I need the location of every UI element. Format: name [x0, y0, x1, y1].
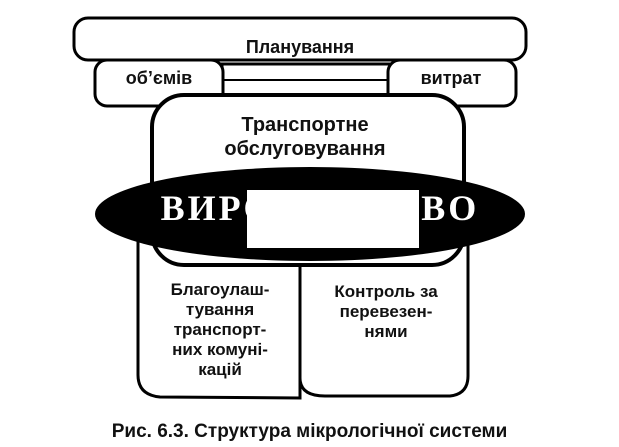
planning-box: [72, 16, 528, 62]
production-label: ВИРОБНИЦТВО: [160, 188, 480, 228]
transport-service-label: Транспортне обслуговування: [224, 114, 386, 160]
production-label-redaction: [247, 190, 419, 248]
planning-label: Планування: [245, 37, 355, 57]
infrastructure-label: Благоулаш- тування транспорт- них комуні…: [170, 280, 270, 380]
volumes-label: об’ємів: [125, 68, 193, 88]
transport-control-label: Контроль за перевезен- нями: [334, 282, 438, 342]
costs-label: витрат: [420, 68, 482, 88]
figure-caption: Рис. 6.3. Структура мікрологічної систем…: [111, 421, 508, 442]
